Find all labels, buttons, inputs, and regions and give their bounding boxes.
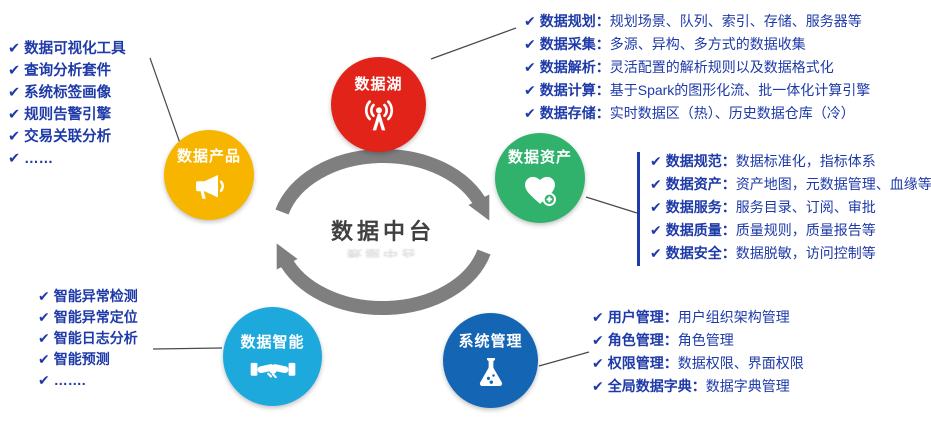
check-icon: ✔ — [38, 330, 50, 346]
check-icon: ✔ — [592, 309, 604, 325]
node-data-lake: 数据湖 — [331, 57, 426, 152]
check-icon: ✔ — [650, 176, 662, 192]
handshake-icon — [250, 355, 296, 383]
center-title: 数据中台 — [330, 219, 435, 244]
check-icon: ✔ — [524, 59, 536, 75]
data-assets-feature-list: ✔数据规范：数据标准化，指标体系 ✔数据资产：资产地图，元数据管理、血缘等 ✔数… — [650, 150, 931, 265]
node-data-intelligence: 数据智能 — [223, 307, 322, 406]
list-item: ✔智能日志分析 — [38, 330, 138, 346]
data-intelligence-feature-list: ✔智能异常检测 ✔智能异常定位 ✔智能日志分析 ✔智能预测 ✔……. — [38, 286, 138, 391]
check-icon: ✔ — [38, 288, 50, 304]
leader-data-products — [149, 57, 182, 147]
leader-data-intelligence — [152, 347, 223, 350]
list-item: ✔角色管理：角色管理 — [592, 332, 734, 348]
check-icon: ✔ — [8, 151, 21, 167]
check-icon: ✔ — [8, 129, 21, 145]
check-icon: ✔ — [38, 309, 50, 325]
flask-icon — [472, 354, 510, 392]
cycle-arrow-top — [275, 149, 490, 221]
list-item: ✔数据资产：资产地图，元数据管理、血缘等 — [650, 176, 931, 192]
megaphone-icon — [191, 169, 227, 205]
data-products-feature-list: ✔数据可视化工具 ✔查询分析套件 ✔系统标签画像 ✔规则告警引擎 ✔交易关联分析… — [8, 38, 126, 170]
check-icon: ✔ — [38, 372, 50, 388]
check-icon: ✔ — [592, 332, 604, 348]
list-item: ✔智能异常检测 — [38, 288, 138, 304]
list-item: ✔数据安全：数据脱敏，访问控制等 — [650, 245, 876, 261]
leader-system-mgmt — [538, 351, 590, 367]
list-item: ✔权限管理：数据权限、界面权限 — [592, 355, 804, 371]
check-icon: ✔ — [8, 41, 21, 57]
list-item: ✔数据计算：基于Spark的图形化流、批一体化计算引擎 — [524, 82, 871, 98]
check-icon: ✔ — [8, 107, 21, 123]
check-icon: ✔ — [592, 355, 604, 371]
list-item: ✔……. — [38, 372, 86, 388]
list-item: ✔用户管理：用户组织架构管理 — [592, 309, 790, 325]
list-item: ✔数据质量：质量规则，质量报告等 — [650, 222, 876, 238]
list-item: ✔全局数据字典：数据字典管理 — [592, 378, 790, 394]
list-item: ✔…… — [8, 151, 54, 167]
heart-plus-icon — [520, 170, 560, 210]
node-system-mgmt-label: 系统管理 — [458, 332, 523, 350]
node-data-intelligence-label: 数据智能 — [240, 333, 305, 351]
list-item: ✔数据服务：服务目录、订阅、审批 — [650, 199, 876, 215]
check-icon: ✔ — [524, 13, 536, 29]
node-data-assets: 数据资产 — [495, 133, 585, 223]
list-item: ✔查询分析套件 — [8, 63, 112, 79]
check-icon: ✔ — [650, 153, 662, 169]
node-data-assets-label: 数据资产 — [507, 149, 572, 166]
check-icon: ✔ — [650, 222, 662, 238]
list-item: ✔智能预测 — [38, 351, 110, 367]
check-icon: ✔ — [524, 36, 536, 52]
center-title-reflection: 数据中台 — [346, 247, 419, 258]
cycle-arrow-bottom — [276, 243, 491, 315]
check-icon: ✔ — [650, 199, 662, 215]
check-icon: ✔ — [8, 63, 21, 79]
node-system-mgmt: 系统管理 — [443, 313, 538, 408]
list-item: ✔数据解析：灵活配置的解析规则以及数据格式化 — [524, 59, 834, 75]
list-item: ✔数据规范：数据标准化，指标体系 — [650, 153, 876, 169]
list-item: ✔智能异常定位 — [38, 309, 138, 325]
broadcast-antenna-icon — [359, 97, 399, 137]
check-icon: ✔ — [650, 245, 662, 261]
leader-data-assets — [585, 196, 638, 214]
list-item: ✔数据规划：规划场景、队列、索引、存储、服务器等 — [524, 13, 862, 29]
data-lake-feature-list: ✔数据规划：规划场景、队列、索引、存储、服务器等 ✔数据采集：多源、异构、多方式… — [524, 10, 870, 125]
leader-data-lake — [430, 27, 517, 60]
list-item: ✔规则告警引擎 — [8, 107, 112, 123]
system-mgmt-feature-list: ✔用户管理：用户组织架构管理 ✔角色管理：角色管理 ✔权限管理：数据权限、界面权… — [592, 306, 804, 398]
check-icon: ✔ — [8, 85, 21, 101]
node-data-products-label: 数据产品 — [176, 148, 241, 165]
check-icon: ✔ — [524, 105, 536, 121]
check-icon: ✔ — [592, 378, 604, 394]
list-item: ✔系统标签画像 — [8, 85, 112, 101]
list-item: ✔数据采集：多源、异构、多方式的数据收集 — [524, 36, 806, 52]
data-assets-list-divider — [637, 152, 640, 266]
list-item: ✔交易关联分析 — [8, 129, 112, 145]
check-icon: ✔ — [38, 351, 50, 367]
check-icon: ✔ — [524, 82, 536, 98]
list-item: ✔数据存储：实时数据区（热）、历史数据仓库（冷） — [524, 105, 855, 121]
node-data-products: 数据产品 — [164, 130, 254, 220]
node-data-lake-label: 数据湖 — [354, 75, 403, 93]
list-item: ✔数据可视化工具 — [8, 41, 126, 57]
